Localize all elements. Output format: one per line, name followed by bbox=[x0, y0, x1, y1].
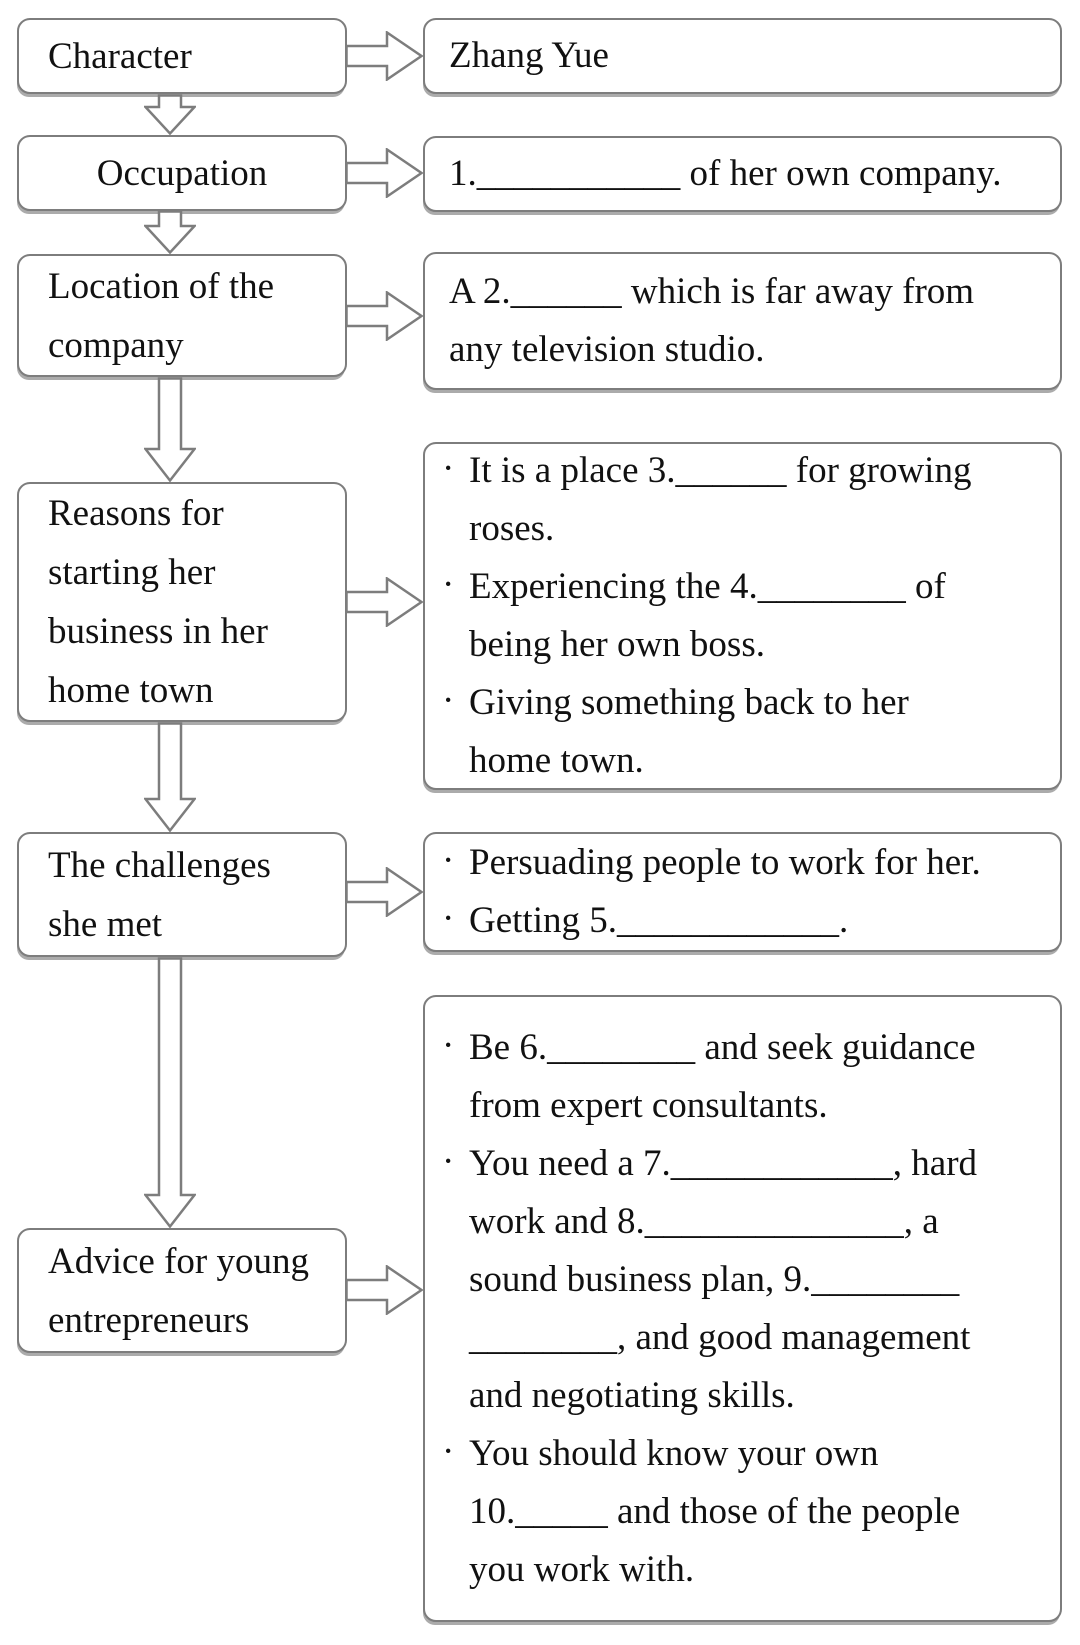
line-text: A 2.______ which is far away from bbox=[449, 271, 975, 312]
text-line: · Be 6.________ and seek guidance bbox=[425, 1019, 1060, 1077]
line-text: Be 6.________ and seek guidance bbox=[469, 1026, 976, 1068]
bullet-icon: · bbox=[442, 680, 455, 721]
text-line: sound business plan, 9.________ bbox=[425, 1251, 1060, 1309]
text-line: A 2.______ which is far away from bbox=[425, 263, 1060, 321]
text-line: from expert consultants. bbox=[425, 1077, 1060, 1135]
box-label-line: Character bbox=[48, 35, 192, 77]
text-line: and negotiating skills. bbox=[425, 1367, 1060, 1425]
box-label-line: Occupation bbox=[96, 152, 268, 194]
bullet-icon: · bbox=[442, 898, 455, 939]
right-arrow-icon bbox=[345, 577, 423, 627]
text-line: · Experiencing the 4.________ of bbox=[425, 558, 1060, 616]
text-line: roses. bbox=[425, 500, 1060, 558]
right-arrow-icon bbox=[345, 867, 423, 917]
box-label-line: she met bbox=[48, 903, 163, 945]
right-arrow-icon bbox=[345, 148, 423, 198]
line-text: any television studio. bbox=[449, 329, 765, 370]
line-text: you work with. bbox=[469, 1548, 695, 1590]
box-label-line: entrepreneurs bbox=[48, 1299, 250, 1341]
box-label-line: company bbox=[48, 324, 184, 366]
text-line: being her own boss. bbox=[425, 616, 1060, 674]
flow-box-character: Character bbox=[17, 18, 347, 94]
line-text: sound business plan, 9.________ bbox=[469, 1258, 960, 1300]
down-arrow-icon bbox=[144, 210, 196, 254]
box-label-line: Location of the bbox=[48, 265, 275, 307]
line-text: It is a place 3.______ for growing bbox=[469, 450, 972, 491]
bullet-icon: · bbox=[442, 1024, 455, 1066]
line-text: being her own boss. bbox=[469, 624, 765, 665]
flow-box-advice: Advice for young entrepreneurs bbox=[17, 1228, 347, 1353]
box-label-line: Advice for young bbox=[48, 1240, 309, 1282]
text-line: · Getting 5.____________. bbox=[425, 892, 1060, 950]
line-text: from expert consultants. bbox=[469, 1084, 828, 1126]
line-text: Persuading people to work for her. bbox=[469, 842, 981, 883]
flow-box-location-value: A 2.______ which is far away from any te… bbox=[423, 252, 1062, 390]
flow-box-challenges-value: · Persuading people to work for her. · Get… bbox=[423, 832, 1062, 952]
text-line: 1.___________ of her own company. bbox=[425, 145, 1060, 203]
text-line: · You need a 7.____________, hard bbox=[425, 1135, 1060, 1193]
line-text: roses. bbox=[469, 508, 555, 549]
line-text: Experiencing the 4.________ of bbox=[469, 566, 946, 607]
line-text: You need a 7.____________, hard bbox=[469, 1142, 978, 1184]
flow-box-challenges: The challenges she met bbox=[17, 832, 347, 957]
flow-box-reasons-value: · It is a place 3.______ for growing rose… bbox=[423, 442, 1062, 790]
box-label-line: Reasons for bbox=[48, 493, 224, 534]
text-line: 10._____ and those of the people bbox=[425, 1483, 1060, 1541]
flow-box-character-value: Zhang Yue bbox=[423, 18, 1062, 94]
line-text: 10._____ and those of the people bbox=[469, 1490, 961, 1532]
line-text: 1.___________ of her own company. bbox=[449, 153, 1002, 194]
down-arrow-icon bbox=[144, 377, 196, 482]
line-text: work and 8.______________, a bbox=[469, 1200, 939, 1242]
box-label-line: starting her bbox=[48, 552, 216, 593]
text-line: you work with. bbox=[425, 1541, 1060, 1599]
flow-box-location: Location of the company bbox=[17, 254, 347, 377]
flow-box-occupation: Occupation bbox=[17, 135, 347, 211]
down-arrow-icon bbox=[144, 94, 196, 135]
text-line: · You should know your own bbox=[425, 1425, 1060, 1483]
box-label-line: home town bbox=[48, 670, 214, 711]
text-line: home town. bbox=[425, 732, 1060, 790]
bullet-icon: · bbox=[442, 1430, 455, 1472]
line-text: Zhang Yue bbox=[449, 35, 609, 76]
down-arrow-icon bbox=[144, 957, 196, 1228]
line-text: Giving something back to her bbox=[469, 682, 909, 723]
bullet-icon: · bbox=[442, 448, 455, 489]
bullet-icon: · bbox=[442, 840, 455, 881]
bullet-icon: · bbox=[442, 1140, 455, 1182]
line-text: ________, and good management bbox=[469, 1316, 971, 1358]
flow-box-occupation-value: 1.___________ of her own company. bbox=[423, 136, 1062, 212]
text-line: · Giving something back to her bbox=[425, 674, 1060, 732]
text-line: work and 8.______________, a bbox=[425, 1193, 1060, 1251]
bullet-icon: · bbox=[442, 564, 455, 605]
right-arrow-icon bbox=[345, 1265, 423, 1315]
right-arrow-icon bbox=[345, 31, 423, 81]
text-line: · Persuading people to work for her. bbox=[425, 834, 1060, 892]
text-line: Zhang Yue bbox=[425, 27, 1060, 85]
line-text: You should know your own bbox=[469, 1432, 879, 1474]
line-text: Getting 5.____________. bbox=[469, 900, 849, 941]
right-arrow-icon bbox=[345, 291, 423, 341]
down-arrow-icon bbox=[144, 722, 196, 832]
flow-box-advice-value: · Be 6.________ and seek guidance from ex… bbox=[423, 995, 1062, 1622]
text-line: ________, and good management bbox=[425, 1309, 1060, 1367]
flow-box-reasons: Reasons for starting her business in her… bbox=[17, 482, 347, 722]
line-text: and negotiating skills. bbox=[469, 1374, 795, 1416]
line-text: home town. bbox=[469, 740, 644, 781]
text-line: any television studio. bbox=[425, 321, 1060, 379]
box-label-line: The challenges bbox=[48, 844, 271, 886]
text-line: · It is a place 3.______ for growing bbox=[425, 442, 1060, 500]
box-label-line: business in her bbox=[48, 611, 268, 652]
